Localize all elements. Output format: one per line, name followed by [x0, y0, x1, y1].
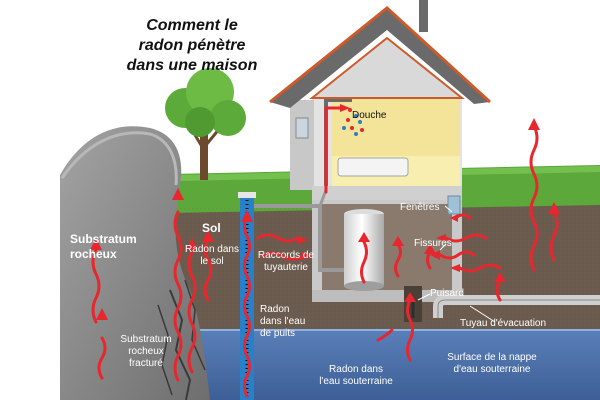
callout-lines [417, 205, 496, 323]
label-substratum: rocheux [70, 247, 117, 261]
radon-arrow [360, 240, 368, 284]
radon-arrow [458, 263, 502, 273]
tree-trunk [200, 125, 208, 180]
label-fracture: rocheux [128, 346, 164, 357]
well-cap [238, 192, 256, 198]
label-nappe: d'eau souterraine [454, 364, 531, 375]
label-fracture: Substratum [120, 334, 171, 345]
tree-foliage [210, 100, 246, 136]
radon-arrow [529, 124, 539, 272]
tree [165, 68, 246, 180]
radon-arrow [173, 210, 183, 382]
label-radon-sol: Radon dans [185, 244, 239, 255]
label-fenetres: Fenêtres [400, 202, 439, 213]
label-radon-puits: de puits [260, 328, 295, 339]
radon-arrow [97, 336, 107, 380]
label-radon-puits: dans l'eau [260, 316, 305, 327]
rock-fracture [157, 304, 173, 396]
shower-spray [342, 108, 364, 136]
radon-arrow [438, 250, 476, 260]
title-line: dans une maison [127, 57, 258, 74]
labels: Substratum rocheux Sol Radon dans le sol… [70, 110, 546, 387]
well-supply-pipe [254, 204, 344, 272]
radon-arrow [256, 233, 300, 243]
label-fissures: Fissures [414, 238, 452, 249]
radon-arrow [394, 242, 402, 278]
sump [404, 286, 422, 322]
window [295, 117, 309, 139]
label-douche: Douche [352, 110, 387, 121]
radon-arrows [91, 106, 559, 398]
basement-floor [312, 290, 462, 302]
drain-pipe [433, 295, 600, 318]
radon-arrow [91, 248, 101, 324]
radon-arrow [243, 214, 251, 398]
drain-pipe-edge [437, 299, 600, 318]
label-fracture: fracturé [129, 358, 163, 369]
label-radon-eau: l'eau souterraine [319, 376, 393, 387]
radon-arrow [203, 238, 213, 302]
roof [270, 8, 490, 108]
label-nappe: Surface de la nappe [447, 352, 537, 363]
radon-arrow [549, 210, 559, 262]
chimney [419, 0, 428, 32]
basement-window [447, 195, 461, 215]
roof-gable [309, 36, 465, 99]
bedrock-top [60, 131, 178, 186]
bedrock-mass [60, 126, 210, 400]
label-radon-puits: Radon [260, 304, 289, 315]
tank-body [344, 214, 384, 286]
label-raccords: tuyauterie [264, 262, 308, 273]
radon-arrow [187, 250, 197, 374]
tree-foliage [185, 107, 215, 137]
tank-bottom [344, 281, 384, 291]
house [269, 0, 492, 215]
roof-edge [269, 6, 492, 104]
bathtub [337, 157, 409, 177]
label-raccords: Raccords de [258, 250, 315, 261]
room-back-wall [332, 96, 460, 156]
radon-arrow [444, 233, 488, 243]
radon-arrowheads [90, 104, 560, 320]
label-tuyau: Tuyau d'évacuation [460, 318, 546, 329]
radon-arrow [260, 251, 306, 261]
title-line: Comment le [146, 17, 238, 34]
radon-arrow [324, 106, 344, 194]
house-side [290, 100, 314, 190]
radon-arrow [376, 328, 394, 342]
label-puisard: Puisard [430, 288, 464, 299]
label-radon-eau: Radon dans [329, 364, 383, 375]
label-radon-sol: le sol [200, 256, 223, 267]
water-heater [344, 209, 384, 291]
title-line: radon pénètre [139, 37, 246, 54]
radon-arrow [406, 298, 414, 362]
diagram-title: Comment le radon pénètre dans une maison [127, 17, 258, 74]
label-sol: Sol [202, 221, 221, 235]
label-substratum: Substratum [70, 232, 137, 246]
house-floor [312, 186, 462, 200]
